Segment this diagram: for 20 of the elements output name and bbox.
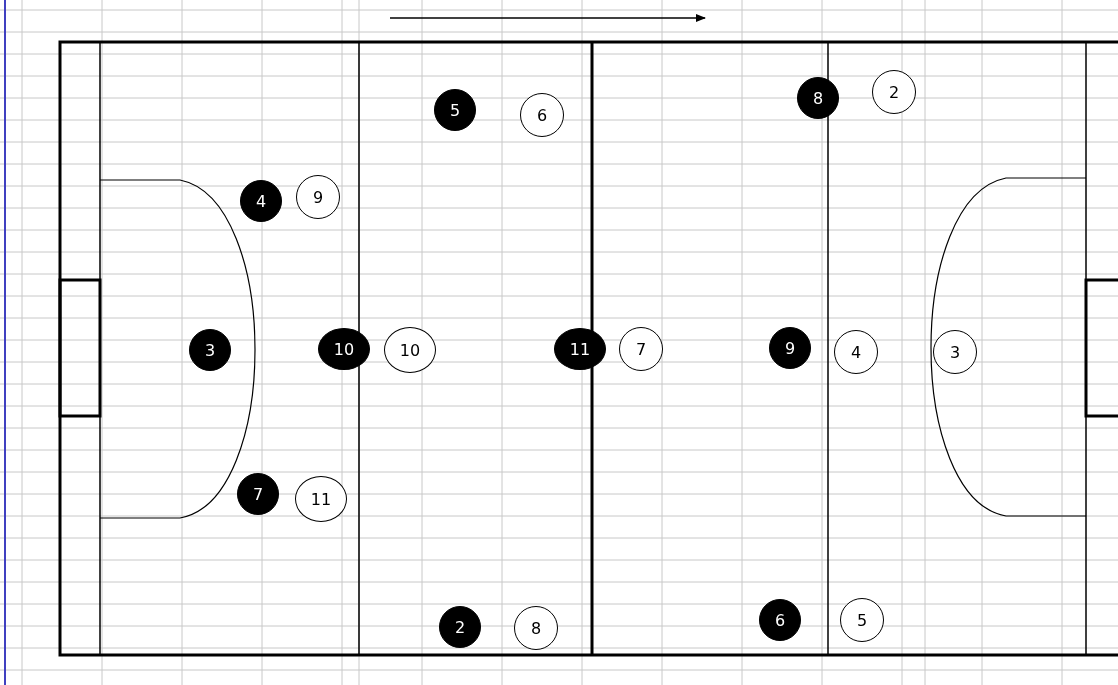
player-marker: 7 (619, 327, 663, 371)
player-marker: 9 (769, 327, 811, 369)
player-marker: 8 (514, 606, 558, 650)
player-marker: 3 (189, 329, 231, 371)
player-marker: 3 (933, 330, 977, 374)
player-marker: 2 (439, 606, 481, 648)
player-marker: 5 (434, 89, 476, 131)
player-marker: 6 (520, 93, 564, 137)
player-marker: 5 (840, 598, 884, 642)
player-marker: 10 (318, 328, 370, 370)
player-marker: 8 (797, 77, 839, 119)
player-marker: 10 (384, 327, 436, 373)
player-marker: 9 (296, 175, 340, 219)
player-marker: 2 (872, 70, 916, 114)
player-marker: 4 (834, 330, 878, 374)
player-marker: 11 (554, 328, 606, 370)
player-marker: 7 (237, 473, 279, 515)
player-marker: 6 (759, 599, 801, 641)
player-marker: 4 (240, 180, 282, 222)
player-marker: 11 (295, 476, 347, 522)
